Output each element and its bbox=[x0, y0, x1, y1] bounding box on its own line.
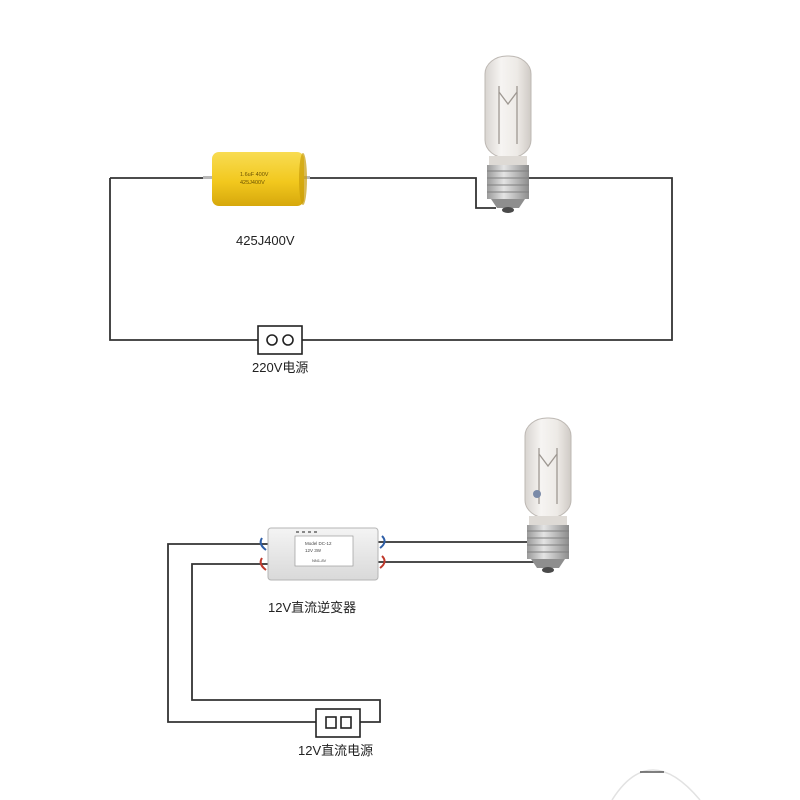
watermark-fragment bbox=[611, 769, 701, 800]
inverter-print-2: 12V 3W bbox=[305, 548, 322, 553]
power-socket-220v bbox=[257, 325, 303, 355]
wire-left-loop bbox=[109, 178, 258, 341]
power-12v-label: 12V直流电源 bbox=[298, 743, 374, 758]
inverter-label: 12V直流逆变器 bbox=[268, 600, 357, 615]
power-socket-12v bbox=[315, 708, 361, 738]
wire-outer-loop bbox=[167, 543, 316, 723]
capacitor-print-1: 1.6uF 400V bbox=[240, 172, 269, 178]
inverter-print-3: NN1-8V bbox=[312, 558, 327, 563]
lamp-screw-base bbox=[487, 165, 529, 213]
wire-lamp-to-right bbox=[302, 177, 673, 341]
dc-inverter: Model DC-12 12V 3W NN1-8V bbox=[259, 527, 386, 581]
capacitor: 1.6uF 400V 425J400V bbox=[203, 152, 310, 206]
circuit-220v: 1.6uF 400V 425J400V UV lamp bbox=[109, 55, 673, 355]
circuit-12v: Model DC-12 12V 3W NN1-8V bbox=[167, 417, 572, 738]
wire-cap-to-lamp bbox=[303, 177, 496, 209]
lamp-glass bbox=[484, 55, 532, 159]
capacitor-print-2: 425J400V bbox=[240, 180, 265, 186]
wire-inner-loop bbox=[191, 563, 381, 723]
capacitor-label: 425J400V bbox=[236, 233, 295, 248]
circuit-220v-wires bbox=[109, 177, 673, 341]
uv-lamp-2 bbox=[524, 417, 572, 573]
power-220v-label: 220V电源 bbox=[252, 360, 309, 375]
inverter-print-1: Model DC-12 bbox=[305, 541, 332, 546]
lamp-screw-base bbox=[527, 525, 569, 573]
wire-inverter-to-lamp-bottom bbox=[377, 561, 549, 566]
capacitor-body bbox=[212, 152, 304, 206]
uv-lamp-1: UV lamp bbox=[484, 55, 532, 213]
lamp-glass bbox=[524, 417, 572, 519]
